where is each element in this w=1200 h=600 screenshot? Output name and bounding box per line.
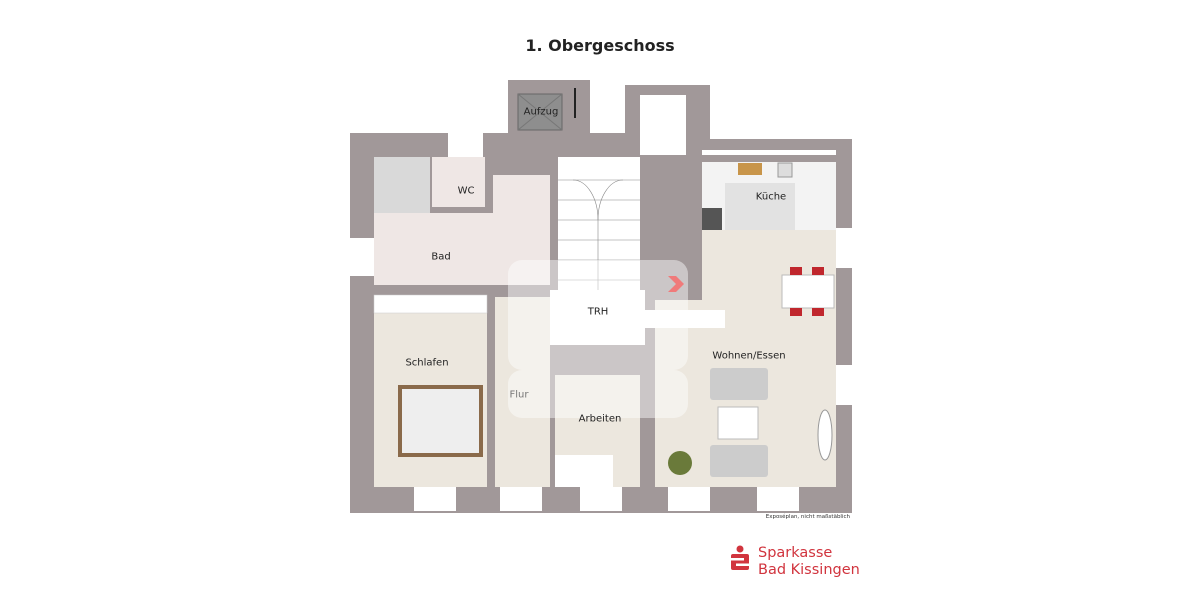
room-label-bad: Bad — [431, 251, 451, 263]
flur-floor — [495, 297, 550, 487]
page-title: 1. Obergeschoss — [525, 36, 675, 55]
sparkasse-s-icon — [731, 545, 749, 570]
sparkasse-logo: Sparkasse Bad Kissingen — [730, 545, 860, 579]
bad-floor — [374, 213, 550, 285]
room-label-aufzug: Aufzug — [523, 106, 559, 118]
shower — [374, 157, 430, 213]
scale-note: Exposéplan, nicht maßstäblich — [765, 514, 850, 520]
entrance-arrow-icon — [668, 276, 684, 292]
room-label-trh: TRH — [587, 306, 609, 318]
sofa — [710, 445, 768, 477]
windows — [350, 133, 852, 511]
stairs — [558, 157, 640, 290]
logo-line1: Sparkasse — [758, 545, 833, 561]
logo-line2: Bad Kissingen — [758, 562, 860, 578]
room-label-wohnen: Wohnen/Essen — [712, 350, 786, 362]
trh-floor — [550, 290, 645, 345]
room-label-flur: Flur — [509, 389, 529, 401]
sofa — [710, 368, 768, 400]
room-label-wc: WC — [457, 185, 475, 197]
plant — [668, 451, 692, 475]
room-label-schlafen: Schlafen — [405, 357, 449, 369]
dining-table — [781, 274, 835, 309]
room-label-kueche: Küche — [755, 191, 787, 203]
wc-floor — [432, 157, 485, 207]
room-label-arbeiten: Arbeiten — [578, 413, 622, 425]
